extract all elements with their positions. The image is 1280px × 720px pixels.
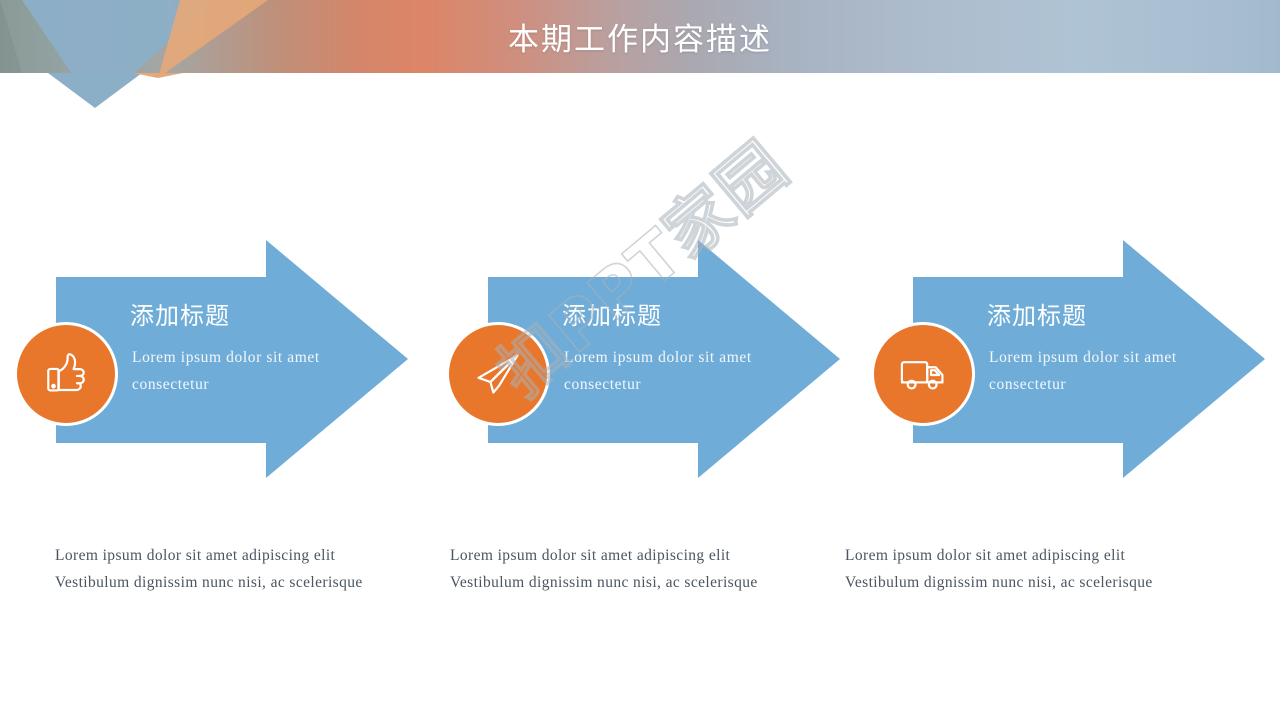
- header-decorative-triangles: [0, 0, 1280, 120]
- arrow-shape-1: [56, 240, 408, 478]
- icon-badge-3: [871, 322, 975, 426]
- header-band: 本期工作内容描述: [0, 0, 1280, 120]
- thumbs-up-icon: [39, 347, 93, 401]
- delivery-truck-icon: [896, 347, 950, 401]
- arrow-shape-3: [913, 240, 1265, 478]
- caption-1: Lorem ipsum dolor sit amet adipiscing el…: [55, 547, 363, 591]
- icon-badge-2: [446, 322, 550, 426]
- item-subtitle-3: Lorem ipsum dolor sit amet consectetur: [989, 349, 1177, 393]
- item-subtitle-2: Lorem ipsum dolor sit amet consectetur: [564, 349, 752, 393]
- item-title-1: 添加标题: [130, 303, 230, 330]
- caption-3: Lorem ipsum dolor sit amet adipiscing el…: [845, 547, 1153, 591]
- process-item-3[interactable]: 添加标题 Lorem ipsum dolor sit amet consecte…: [865, 236, 1265, 486]
- item-title-3: 添加标题: [987, 303, 1087, 330]
- process-item-1[interactable]: 添加标题 Lorem ipsum dolor sit amet consecte…: [8, 236, 408, 486]
- icon-badge-1: [14, 322, 118, 426]
- caption-2: Lorem ipsum dolor sit amet adipiscing el…: [450, 547, 758, 591]
- process-item-2[interactable]: 添加标题 Lorem ipsum dolor sit amet consecte…: [440, 236, 840, 486]
- page-title: 本期工作内容描述: [508, 22, 772, 57]
- paper-plane-icon: [471, 347, 525, 401]
- item-subtitle-1: Lorem ipsum dolor sit amet consectetur: [132, 349, 320, 393]
- arrow-shape-2: [488, 240, 840, 478]
- item-title-2: 添加标题: [562, 303, 662, 330]
